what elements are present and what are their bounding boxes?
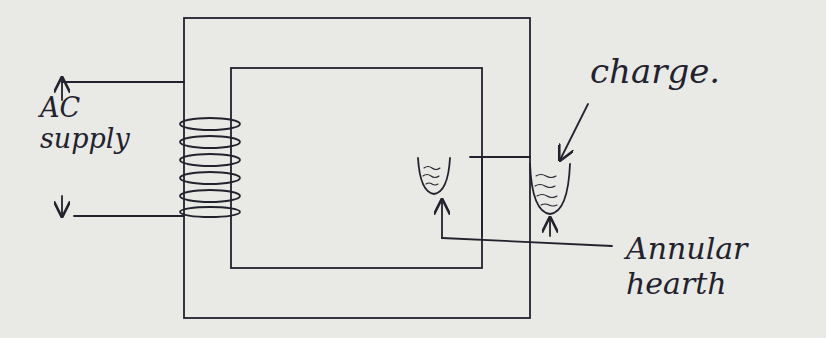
hearth-channel (481, 157, 483, 236)
supply-wire (74, 215, 184, 217)
molten-metal (535, 175, 557, 207)
core-outer (184, 18, 530, 318)
supply-arrow (61, 196, 63, 216)
primary-coil (180, 118, 240, 217)
hearth-channel (470, 156, 530, 158)
leader-line (442, 238, 612, 246)
leader-line (549, 218, 551, 236)
supply-label: AC supply (40, 92, 160, 154)
supply-wire (62, 81, 184, 83)
leader-line (441, 200, 443, 238)
molten-metal (423, 167, 440, 186)
crucible (418, 158, 450, 194)
leader-line (560, 104, 588, 160)
hearth-label: Annular hearth (626, 232, 816, 301)
crucible (530, 164, 570, 214)
charge-label: charge. (590, 52, 750, 91)
